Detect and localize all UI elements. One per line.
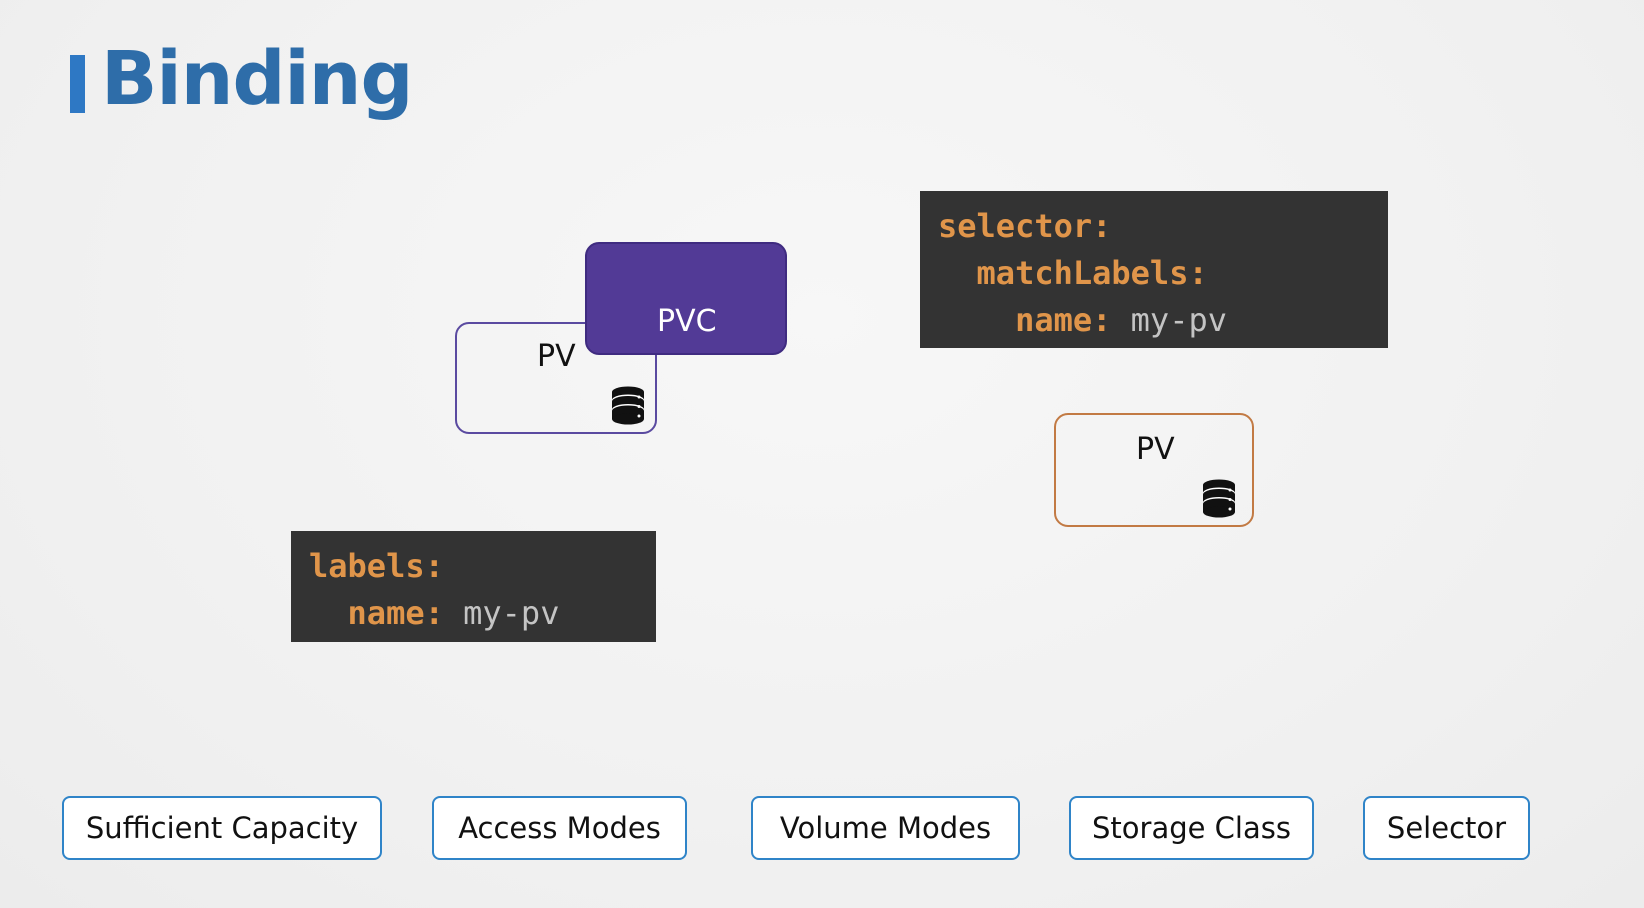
code-line: labels: <box>309 543 638 590</box>
name-key: name: <box>347 594 444 632</box>
code-line: name: my-pv <box>309 590 638 637</box>
code-line: selector: <box>938 203 1370 250</box>
labels-code-block: labels: name: my-pv <box>291 531 656 642</box>
pv-label: PV <box>1136 432 1175 467</box>
name-value: my-pv <box>463 594 560 632</box>
match-labels-key: matchLabels: <box>976 254 1208 292</box>
criteria-tag-selector: Selector <box>1363 796 1530 860</box>
code-line: name: my-pv <box>938 297 1370 344</box>
database-icon <box>1203 479 1235 518</box>
criteria-tag-access-modes: Access Modes <box>432 796 687 860</box>
criteria-tag-sufficient-capacity: Sufficient Capacity <box>62 796 382 860</box>
database-icon <box>612 386 644 425</box>
pvc-box: PVC <box>585 242 787 355</box>
pv-box-bound: PV <box>455 322 657 434</box>
pv-box-candidate: PV <box>1054 413 1254 527</box>
name-value: my-pv <box>1130 301 1227 339</box>
page-title: Binding <box>101 36 413 122</box>
code-line: matchLabels: <box>938 250 1370 297</box>
selector-key: selector: <box>938 207 1112 245</box>
criteria-tag-volume-modes: Volume Modes <box>751 796 1020 860</box>
selector-code-block: selector: matchLabels: name: my-pv <box>920 191 1388 348</box>
title-accent-bar <box>70 55 85 113</box>
page-title-group: Binding <box>70 36 413 122</box>
name-key: name: <box>1015 301 1112 339</box>
pvc-label: PVC <box>657 304 717 339</box>
criteria-tag-storage-class: Storage Class <box>1069 796 1314 860</box>
pv-label: PV <box>537 339 576 374</box>
labels-key: labels: <box>309 547 444 585</box>
